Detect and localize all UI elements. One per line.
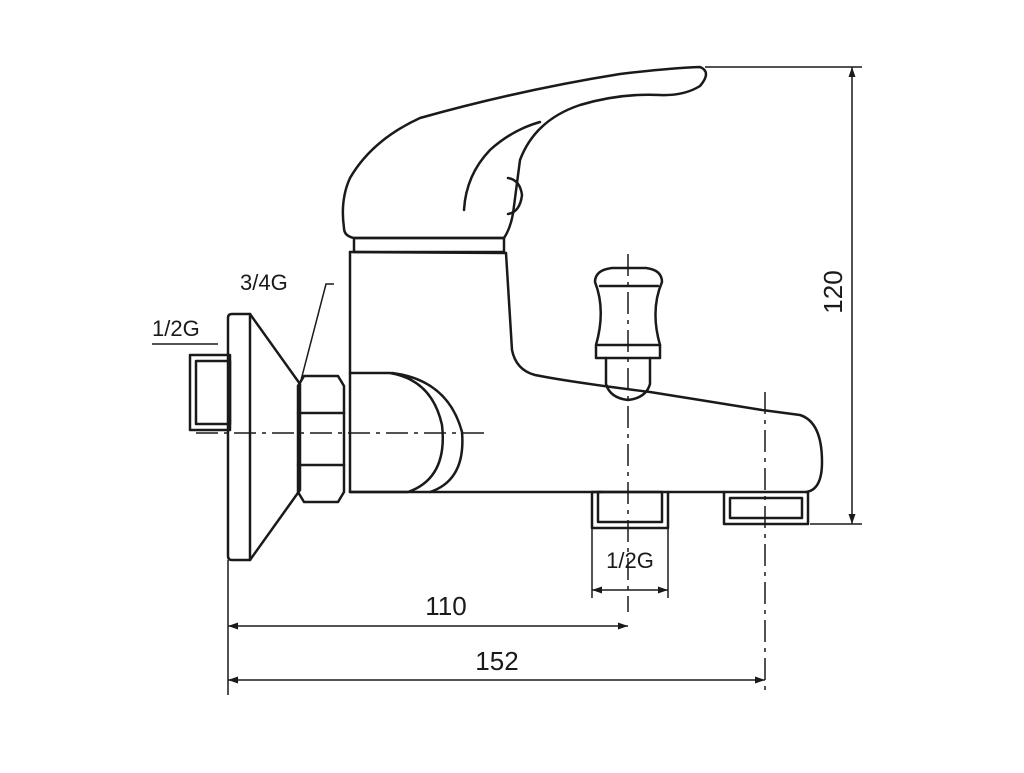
inlet-pipe-stub: [188, 353, 232, 432]
lever-handle: [341, 65, 708, 240]
hex-nut: [296, 374, 346, 504]
wall-flange: [226, 312, 302, 562]
leader-nut: [299, 283, 334, 385]
label-height: 120: [818, 270, 848, 313]
shower-outlet: [590, 490, 670, 530]
dimension-lines: [152, 66, 862, 695]
centre-lines: [196, 254, 766, 692]
label-width-to-outlet: 110: [425, 591, 466, 621]
label-nut-thread: 3/4G: [240, 270, 288, 295]
label-inlet-thread: 1/2G: [152, 316, 200, 341]
label-overall-width: 152: [475, 646, 518, 676]
label-outlet-thread: 1/2G: [606, 548, 654, 573]
cartridge-cap: [352, 236, 506, 254]
spout-aerator: [722, 490, 810, 526]
mixer-body: [348, 250, 824, 494]
